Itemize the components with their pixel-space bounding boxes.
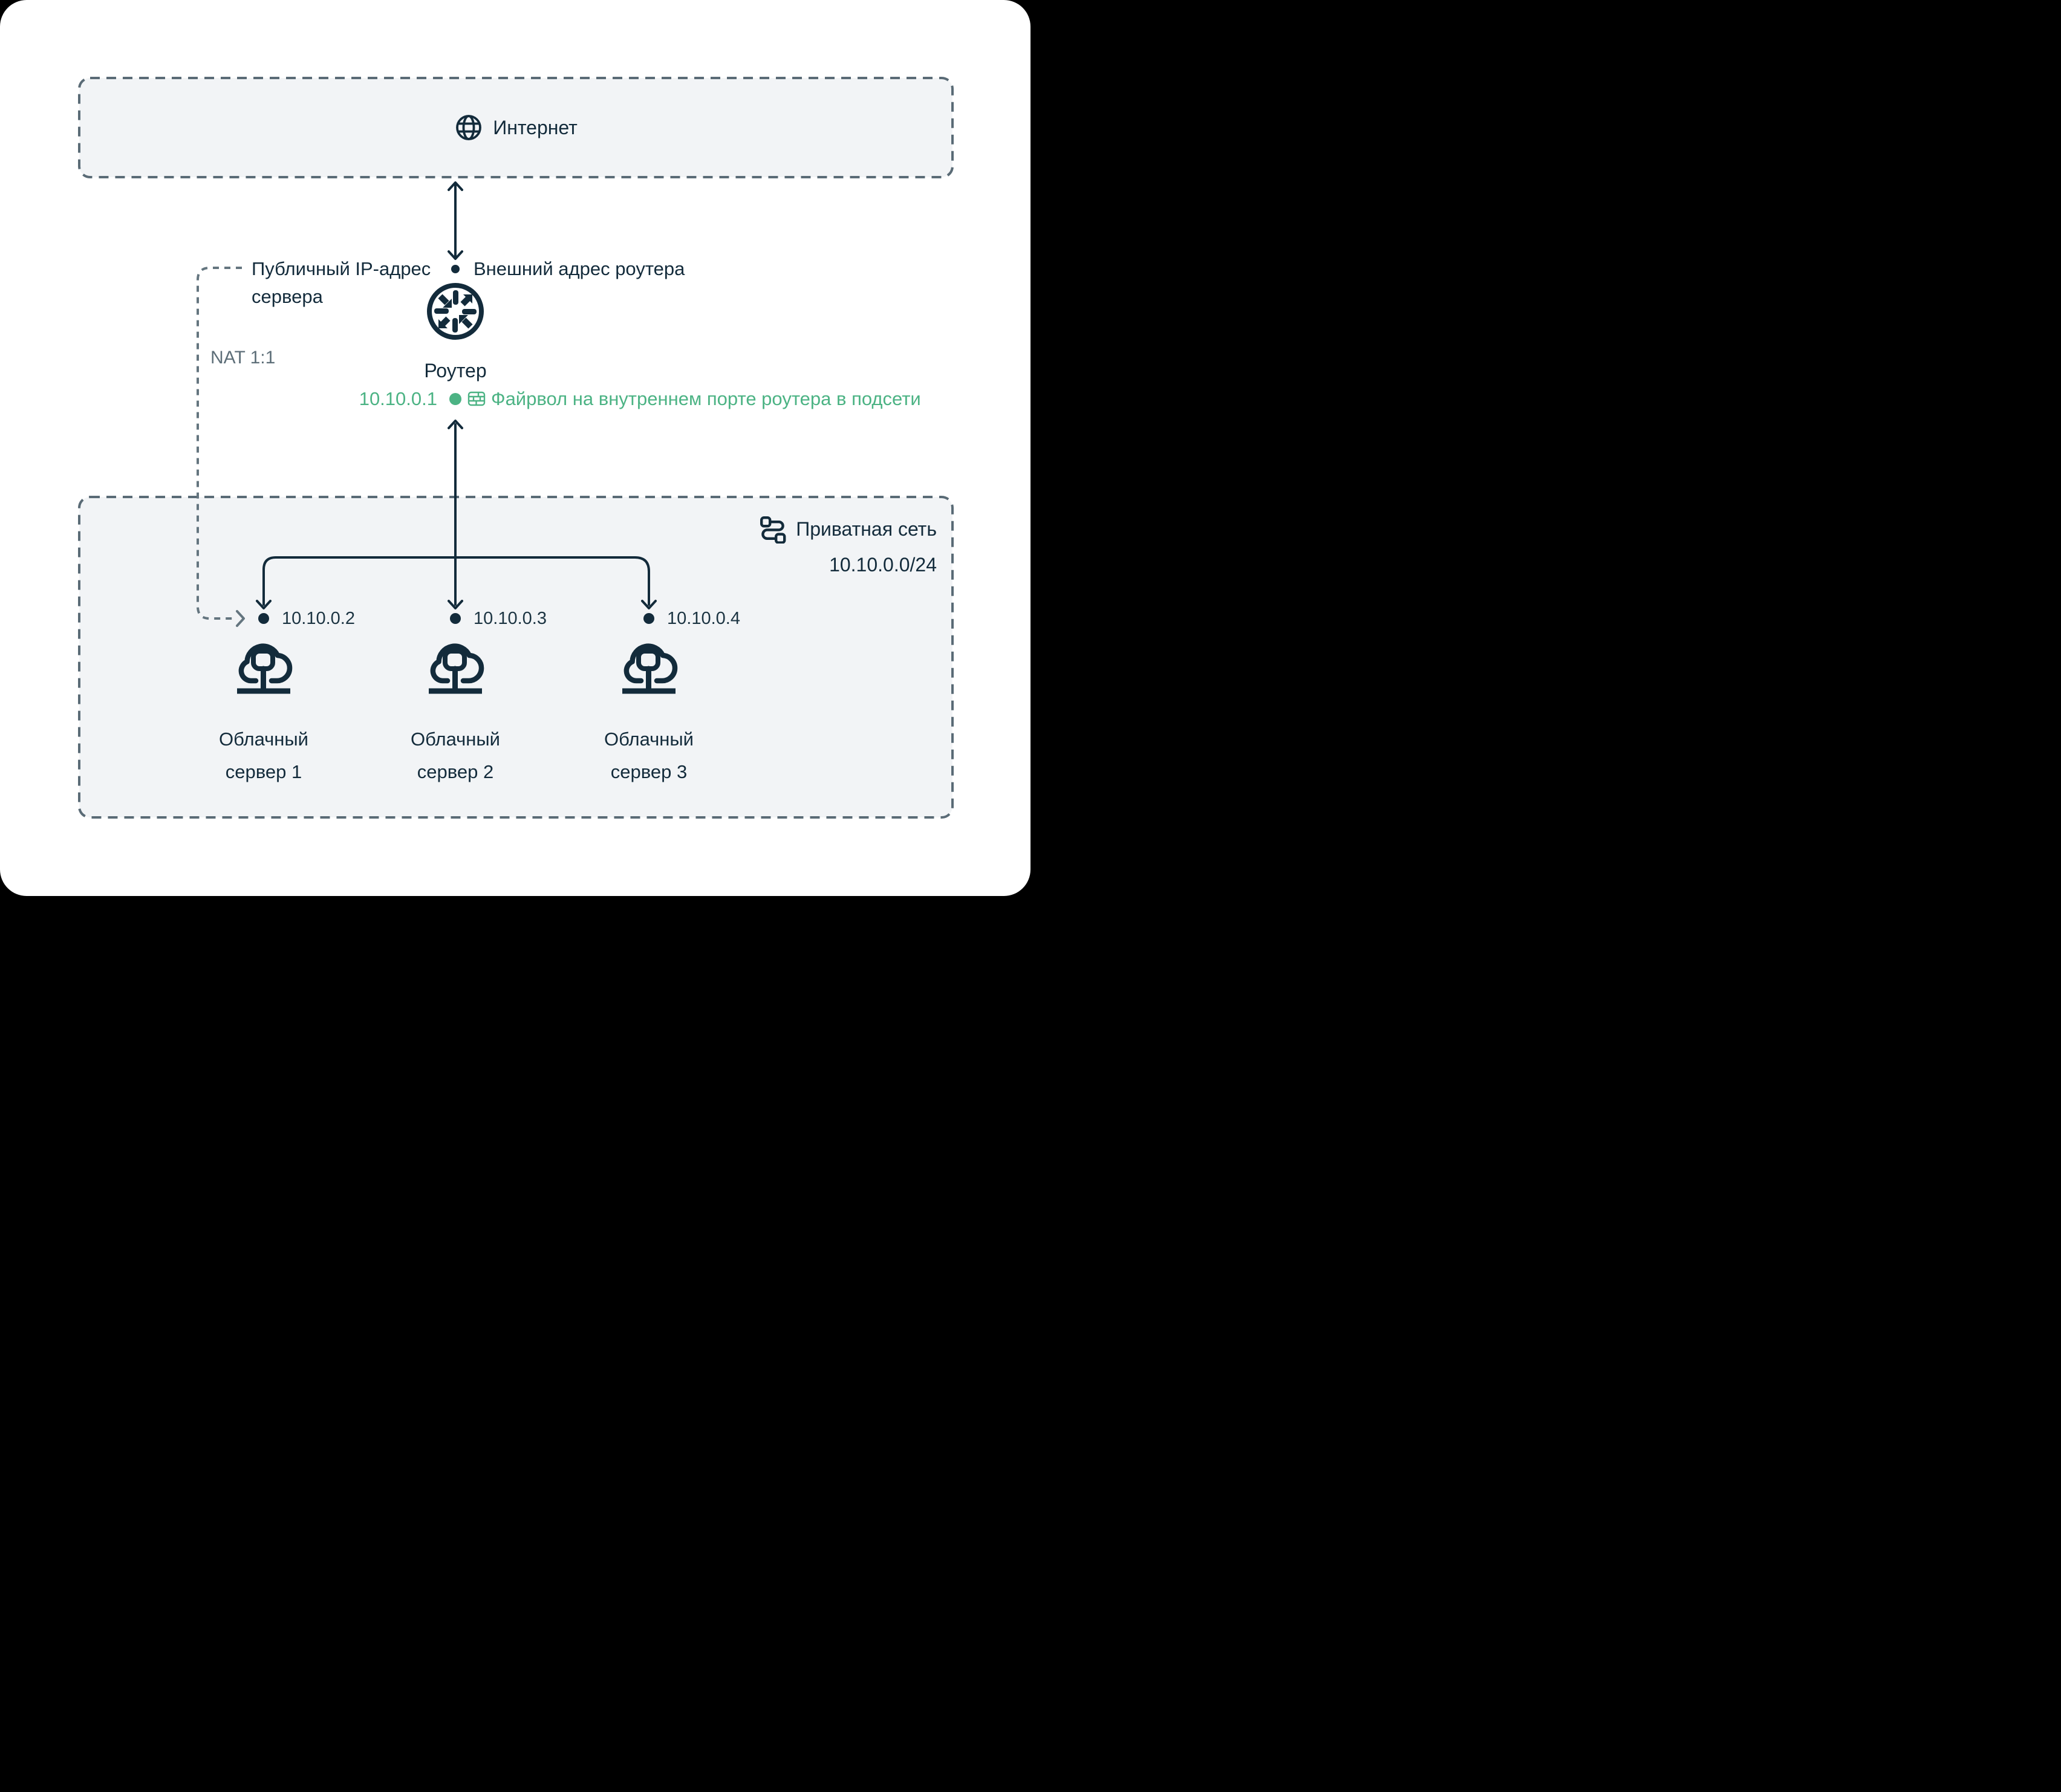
cloud-server-icon-2 (425, 638, 486, 699)
network-diagram-page: Интернет Публичный IP-адрес сервера Внеш… (0, 0, 1030, 896)
firewall-icon (467, 390, 486, 408)
internet-label: Интернет (493, 117, 578, 138)
server2-name: Облачный сервер 2 (411, 729, 500, 782)
server1-name: Облачный сервер 1 (219, 729, 308, 782)
nat-label: NAT 1:1 (210, 348, 276, 368)
globe-icon (454, 113, 483, 142)
router-label: Роутер (424, 360, 487, 381)
private-network-label-block: Приватная сеть 10.10.0.0/24 (749, 515, 937, 576)
router-external-address-label: Внешний адрес роутера (474, 258, 685, 279)
private-network-label: Приватная сеть (796, 518, 937, 540)
router-internal-ip: 10.10.0.1 (359, 388, 437, 409)
server3-ip: 10.10.0.4 (667, 609, 740, 628)
firewall-note: Файрвол на внутреннем порте роутера в по… (491, 388, 921, 409)
server2-ip: 10.10.0.3 (474, 609, 547, 628)
public-ip-label: Публичный IP-адрес сервера (252, 258, 431, 307)
private-network-cidr: 10.10.0.0/24 (829, 554, 937, 576)
route-icon (758, 515, 787, 544)
server1-ip: 10.10.0.2 (282, 609, 355, 628)
server3-name: Облачный сервер 3 (604, 729, 694, 782)
router-icon (425, 281, 486, 342)
cloud-server-icon-1 (233, 638, 294, 699)
internet-zone: Интернет (79, 78, 952, 177)
cloud-server-icon-3 (619, 638, 679, 699)
